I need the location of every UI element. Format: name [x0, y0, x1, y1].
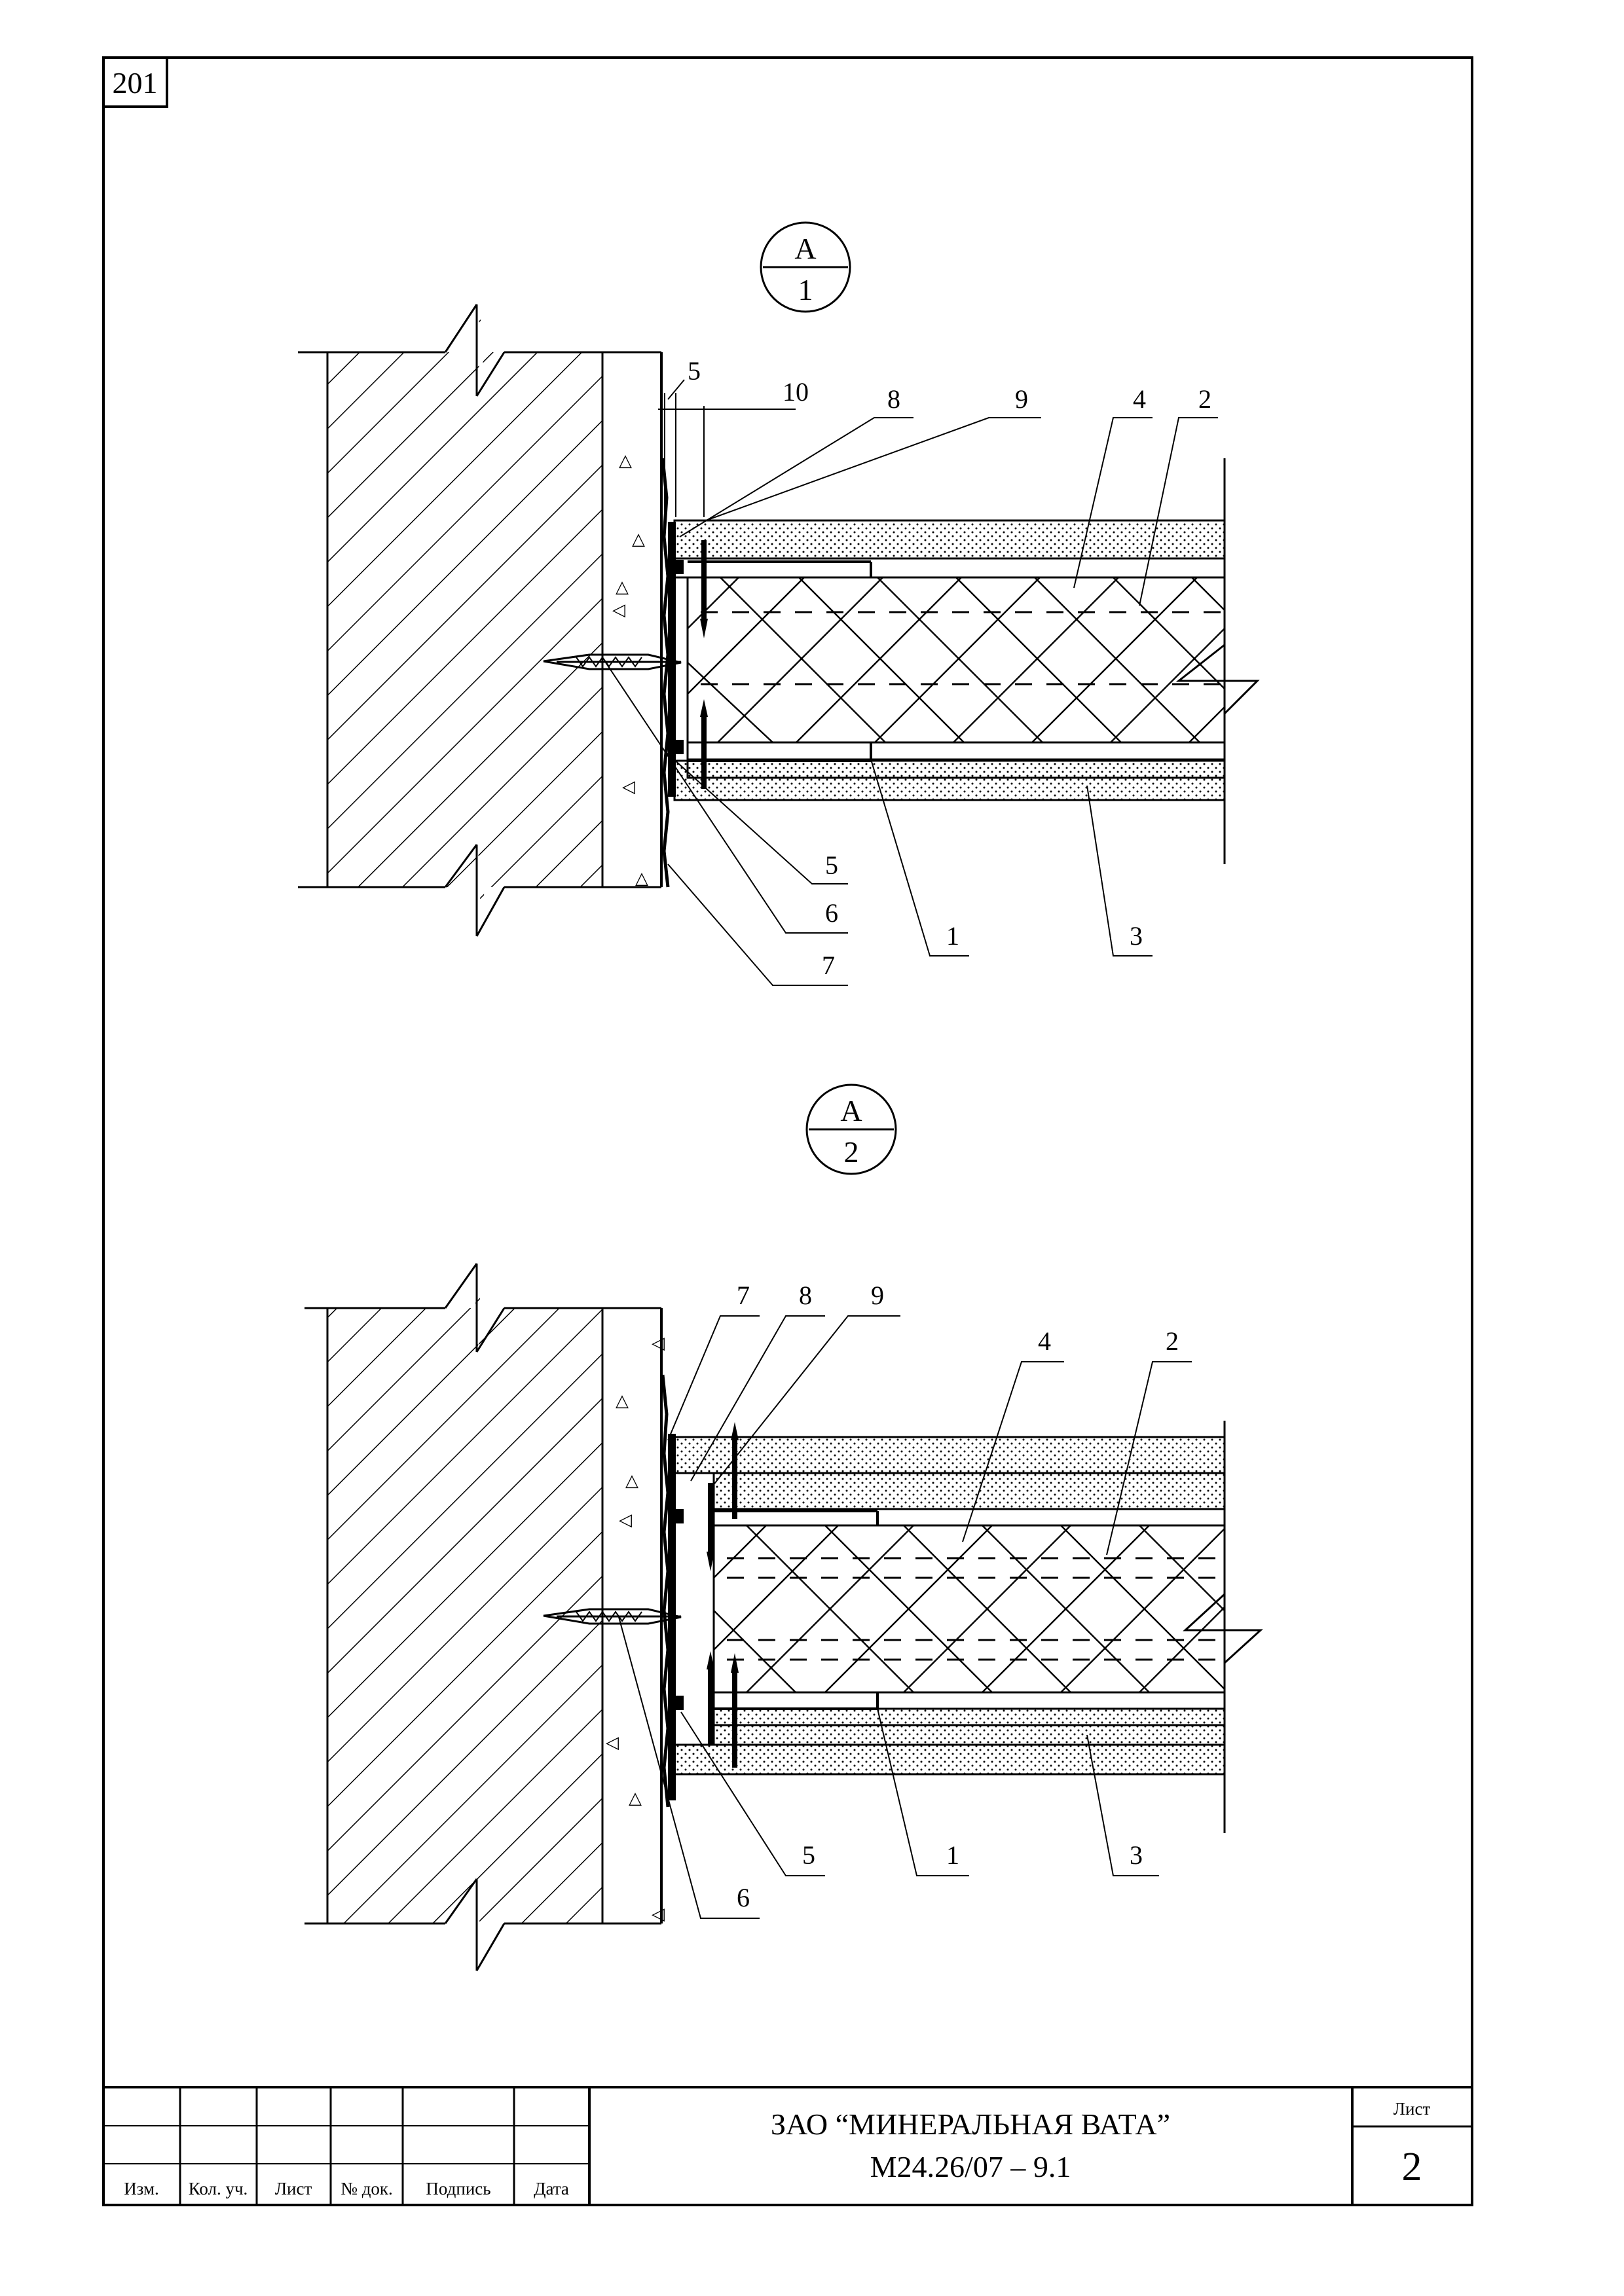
detail-a1-dimensions: 5 10	[658, 356, 809, 517]
col-list: Лист	[275, 2179, 312, 2198]
svg-text:△: △	[616, 1391, 629, 1410]
title-block: Изм. Кол. уч. Лист № док. Подпись Дата З…	[103, 2086, 1472, 2205]
svg-text:◁: ◁	[612, 600, 625, 619]
callout-a2-8: 8	[799, 1281, 812, 1310]
detail-a1-dim-5: 5	[688, 356, 701, 386]
detail-a1-marker-number: 1	[798, 273, 813, 306]
detail-a2-adhesive-layer	[661, 1374, 670, 1808]
callout-a1-6: 6	[825, 898, 838, 928]
detail-a1-starter-profile	[668, 522, 684, 797]
detail-a2-screw	[707, 1422, 739, 1768]
detail-a2-marker-number: 2	[844, 1135, 859, 1169]
detail-a2-top-board-outer	[673, 1436, 1226, 1474]
page-number: 201	[113, 66, 158, 100]
svg-text:△: △	[632, 530, 645, 549]
callout-a1-4: 4	[1133, 384, 1146, 414]
callout-a1-8: 8	[887, 384, 900, 414]
detail-a2-top-board-inner	[712, 1472, 1226, 1510]
callout-a1-7: 7	[822, 951, 835, 980]
svg-text:◁: ◁	[652, 1334, 665, 1353]
callout-a1-1: 1	[946, 921, 959, 951]
detail-a2-marker-letter: А	[840, 1094, 862, 1127]
detail-a1-guide-profile	[673, 557, 1226, 579]
detail-a1: А 1 △ △ △ ◁ ◁ △	[298, 221, 1260, 986]
callout-a2-4: 4	[1038, 1326, 1051, 1356]
detail-a1-dim-10: 10	[783, 377, 809, 407]
detail-a2-callouts: 7 8 9 4 2 6 5 1 3	[618, 1281, 1192, 1919]
sheet-number: 2	[1402, 2145, 1422, 2189]
callout-a1-5: 5	[825, 850, 838, 880]
detail-a1-bottom-gap	[686, 741, 1226, 761]
detail-a1-marker: А 1	[760, 221, 851, 313]
detail-a2-marker: А 2	[805, 1084, 897, 1175]
svg-text:◁: ◁	[619, 1510, 632, 1529]
company-name: ЗАО “МИНЕРАЛЬНАЯ ВАТА”	[771, 2107, 1170, 2141]
detail-a1-insulation-core	[686, 576, 1260, 744]
callout-a1-3: 3	[1130, 921, 1143, 951]
callout-a2-2: 2	[1166, 1326, 1179, 1356]
detail-a2-brick-wall	[304, 1263, 661, 1971]
callout-a1-9: 9	[1015, 384, 1028, 414]
svg-text:△: △	[625, 1471, 638, 1490]
callout-a2-1: 1	[946, 1840, 959, 1870]
col-signature: Подпись	[426, 2179, 490, 2198]
col-date: Дата	[534, 2179, 569, 2198]
detail-a2-dowel	[543, 1608, 682, 1625]
col-doc-no: № док.	[341, 2179, 393, 2198]
detail-a1-marker-letter: А	[794, 232, 816, 265]
detail-a1-callouts: 8 9 4 2 5 6 7 1 3	[605, 384, 1218, 986]
detail-a2-bottom-board-inner	[712, 1707, 1226, 1746]
svg-text:△: △	[619, 451, 632, 470]
sheet-frame	[102, 56, 1473, 2206]
detail-a1-adhesive-layer	[661, 458, 670, 888]
detail-a1-brick-wall	[298, 304, 661, 937]
page-number-box: 201	[102, 56, 168, 108]
detail-a1-top-board	[673, 519, 1226, 560]
callout-a2-7: 7	[737, 1281, 750, 1310]
col-kol-uch: Кол. уч.	[189, 2179, 248, 2198]
svg-text:◁: ◁	[652, 1904, 665, 1923]
callout-a2-3: 3	[1130, 1840, 1143, 1870]
svg-text:△: △	[635, 869, 648, 888]
detail-a1-bottom-board	[673, 759, 1226, 801]
callout-a2-6: 6	[737, 1883, 750, 1912]
detail-a2-bottom-gap	[712, 1691, 1226, 1710]
svg-text:△: △	[616, 577, 629, 596]
document-code: М24.26/07 – 9.1	[870, 2150, 1071, 2183]
svg-text:◁: ◁	[622, 777, 635, 796]
col-izm: Изм.	[124, 2179, 159, 2198]
callout-a1-2: 2	[1198, 384, 1211, 414]
svg-text:◁: ◁	[606, 1733, 619, 1752]
detail-a2-insulation-core	[712, 1524, 1263, 1694]
detail-a2: А 2 ◁ △ △ ◁ ◁ △ ◁	[304, 1084, 1263, 1971]
detail-a1-screw	[700, 540, 708, 789]
detail-a1-plaster-layer: △ △ △ ◁ ◁ △	[612, 352, 663, 888]
svg-text:△: △	[629, 1789, 642, 1808]
sheet-label: Лист	[1393, 2099, 1431, 2119]
callout-a2-9: 9	[871, 1281, 884, 1310]
callout-a2-5: 5	[802, 1840, 815, 1870]
detail-a2-bottom-board-outer	[673, 1743, 1226, 1776]
